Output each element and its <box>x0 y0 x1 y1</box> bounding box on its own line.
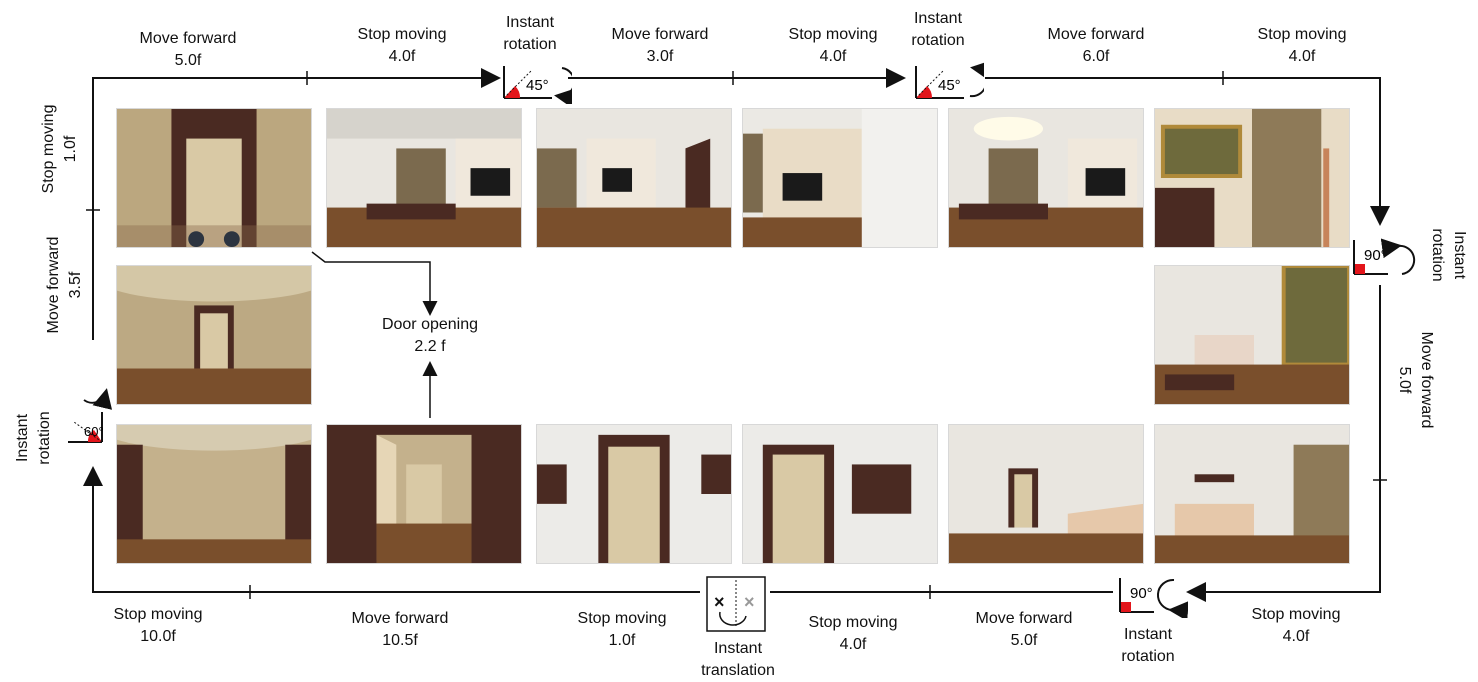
rotation-45-icon-2: 45° <box>915 62 984 99</box>
frame-room-sofa-1 <box>948 424 1144 564</box>
angle-label-45-1: 45° <box>526 77 549 94</box>
angle-label-60: 60° <box>84 424 104 439</box>
frame-painting-wall <box>1154 108 1350 248</box>
frame-open-door-hall <box>326 424 522 564</box>
frame-living-room-1 <box>326 108 522 248</box>
angle-label-90-bottom: 90° <box>1130 585 1153 602</box>
bottom-path-segment-2 <box>83 466 700 593</box>
svg-text:×: × <box>744 592 755 612</box>
top-path-segment-1 <box>92 68 501 340</box>
top-path-segment-3 <box>985 77 1390 226</box>
frame-room-sofa-2 <box>1154 424 1350 564</box>
rotation-90-icon-bottom: 90° <box>1119 578 1188 618</box>
frame-door-closeup <box>116 108 312 248</box>
angle-label-45-2: 45° <box>938 77 961 94</box>
door-arrow-down <box>311 251 438 316</box>
rotation-90-icon-right: 90° <box>1353 238 1416 275</box>
svg-text:×: × <box>714 592 725 612</box>
right-path-segment <box>1186 285 1381 602</box>
frame-door-shelves-2 <box>742 424 938 564</box>
frame-living-room-2 <box>536 108 732 248</box>
frame-empty-room <box>116 424 312 564</box>
frame-bedroom-view <box>1154 265 1350 405</box>
frame-shelves <box>742 108 938 248</box>
rotation-45-icon-1: 45° <box>503 66 572 104</box>
rotation-60-icon-left: 60° <box>68 388 113 443</box>
frame-living-room-3 <box>948 108 1144 248</box>
translation-icon: × × <box>706 576 766 632</box>
frame-door-shelves-1 <box>536 424 732 564</box>
frame-corridor <box>116 265 312 405</box>
angle-label-90-right: 90° <box>1364 247 1387 264</box>
